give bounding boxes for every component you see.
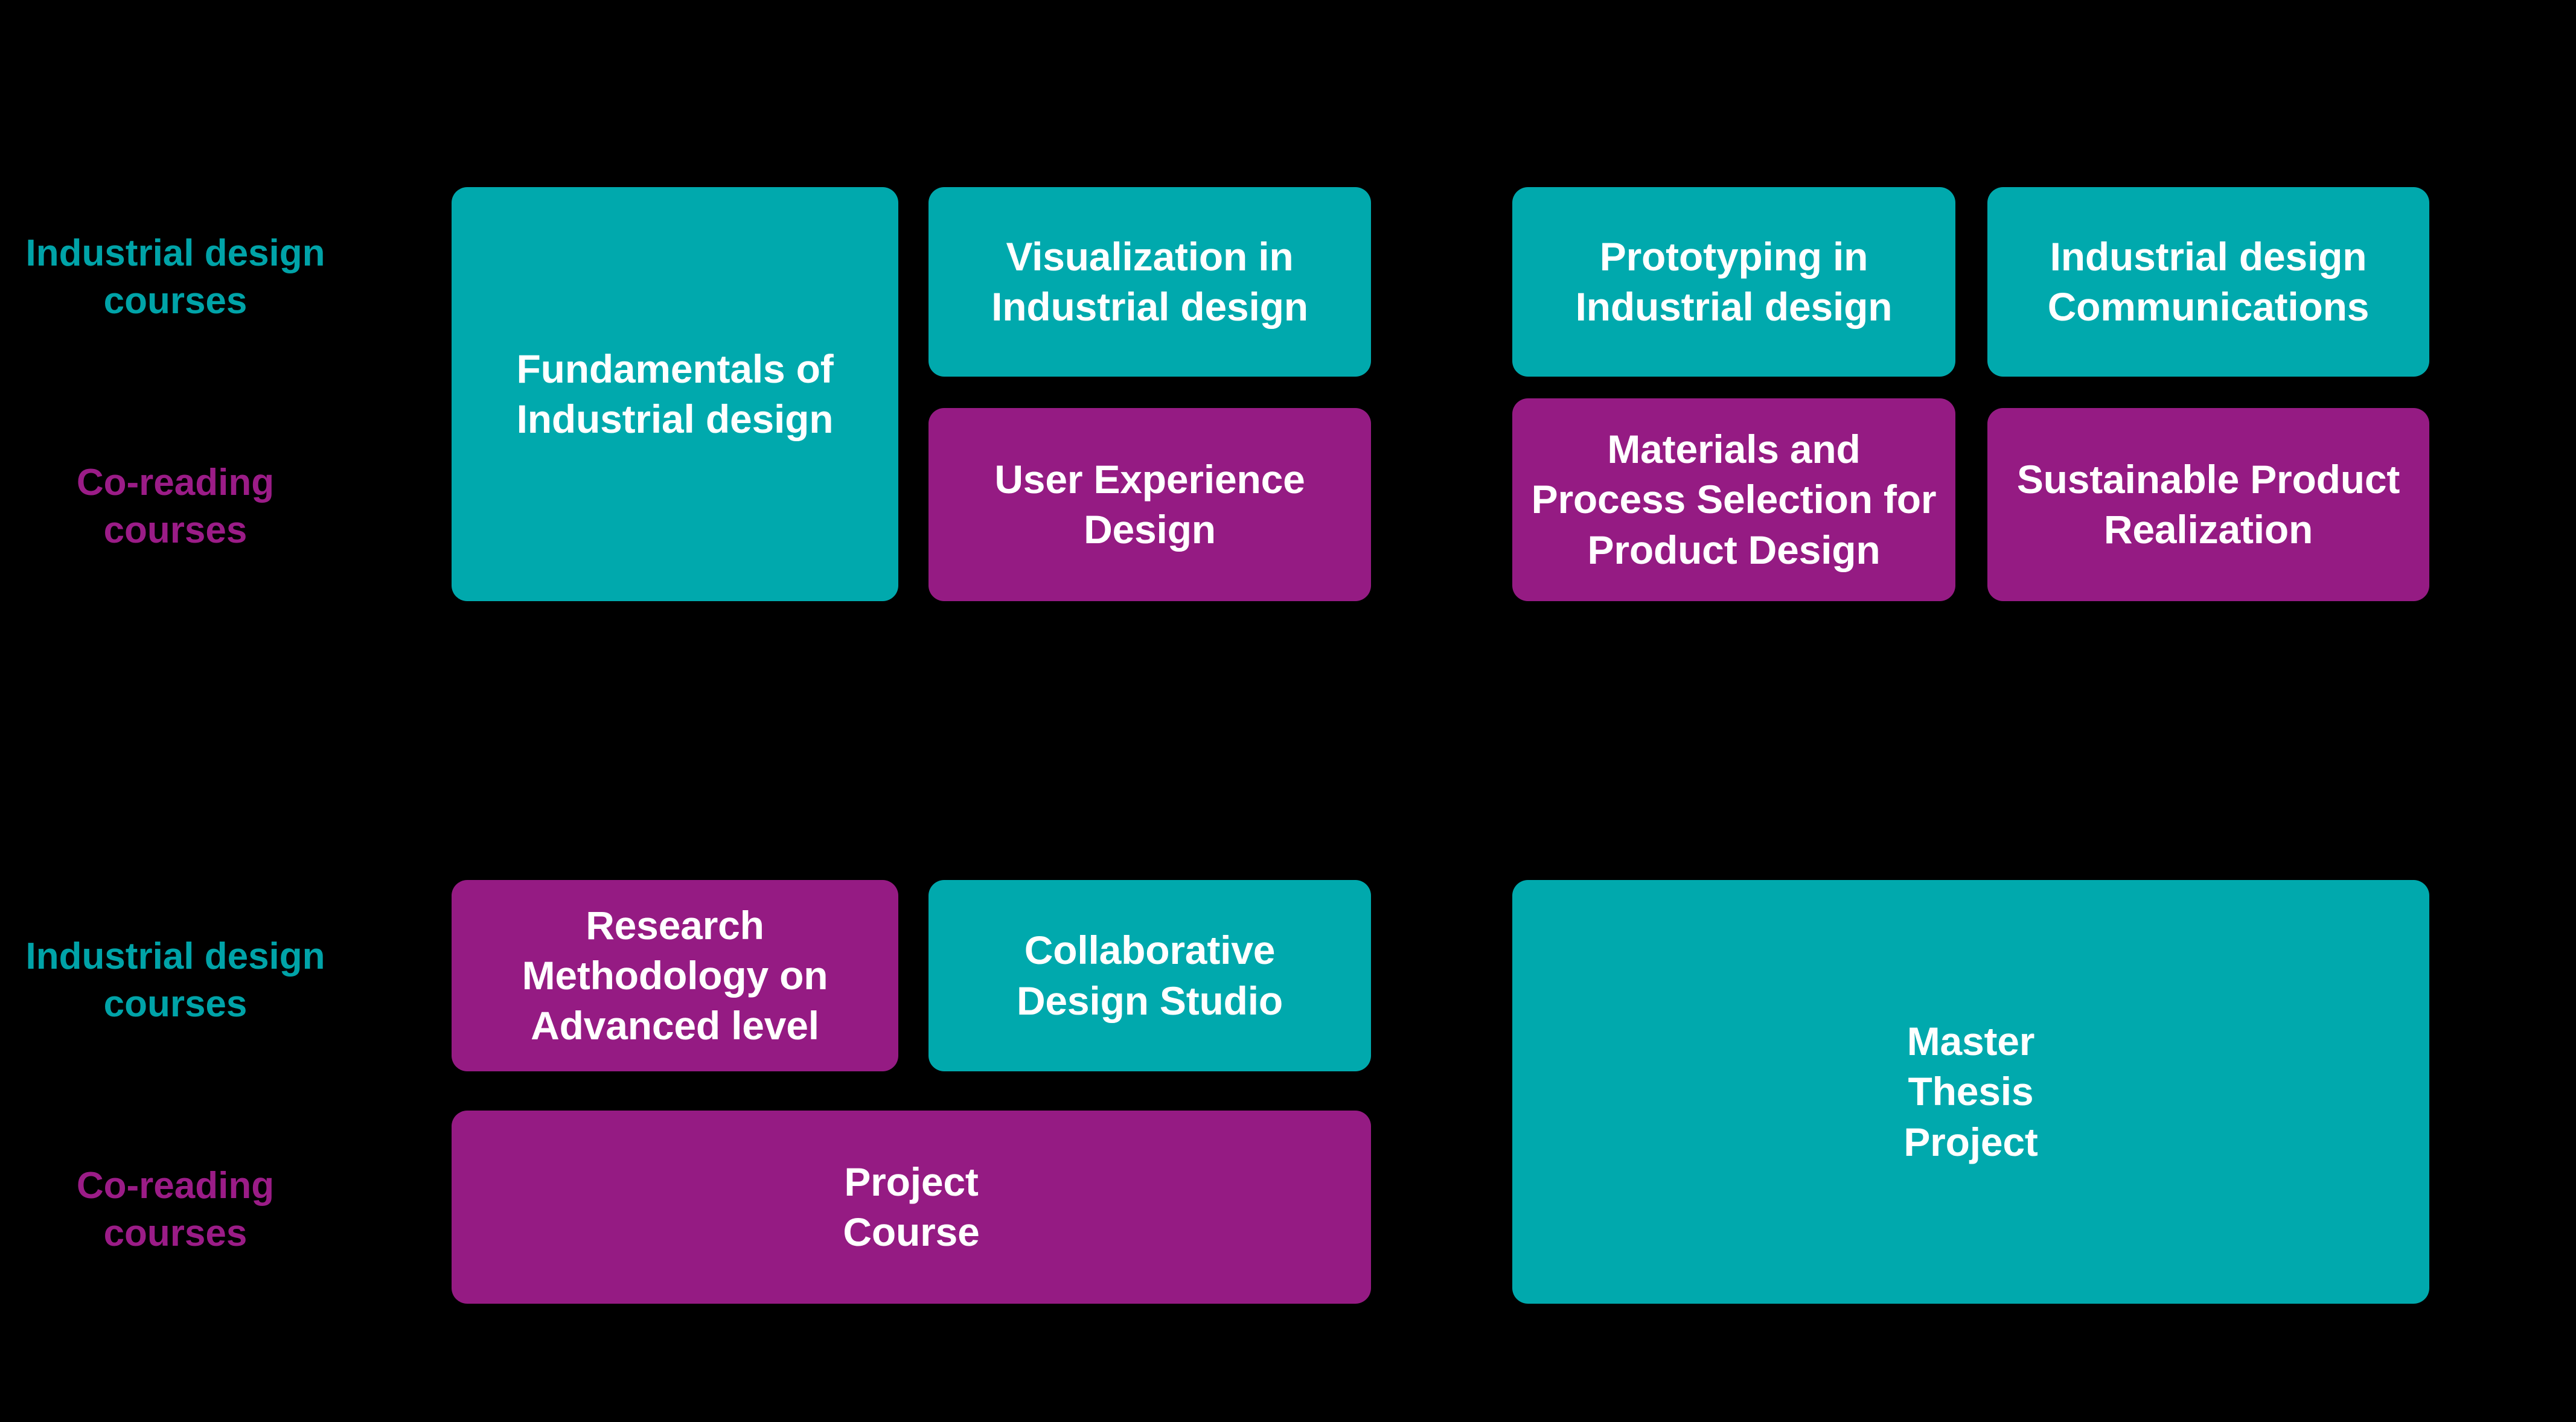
row-label-co-reading-courses-top: Co-reading courses (76, 462, 275, 551)
course-box-fundamentals-of-industrial-design[interactable]: Fundamentals of Industrial design (452, 187, 898, 601)
row-label-co-reading-courses-bottom: Co-reading courses (76, 1165, 275, 1254)
row-label-industrial-design-courses-bottom: Industrial design courses (25, 936, 325, 1025)
course-box-master-thesis-project[interactable]: Master Thesis Project (1512, 880, 2429, 1304)
course-box-project-course[interactable]: Project Course (452, 1111, 1371, 1304)
course-box-industrial-design-communications[interactable]: Industrial design Communications (1987, 187, 2429, 377)
course-box-sustainable-product-realization[interactable]: Sustainable Product Realization (1987, 408, 2429, 601)
course-box-collaborative-design-studio[interactable]: Collaborative Design Studio (928, 880, 1371, 1071)
row-label-industrial-design-courses-top: Industrial design courses (25, 232, 325, 322)
course-box-visualization-in-industrial-design[interactable]: Visualization in Industrial design (928, 187, 1371, 377)
course-box-user-experience-design[interactable]: User Experience Design (928, 408, 1371, 601)
course-box-research-methodology-on-advanced-level[interactable]: Research Methodology on Advanced level (452, 880, 898, 1071)
course-box-materials-and-process-selection-for-product-design[interactable]: Materials and Process Selection for Prod… (1512, 398, 1955, 601)
course-box-prototyping-in-industrial-design[interactable]: Prototyping in Industrial design (1512, 187, 1955, 377)
